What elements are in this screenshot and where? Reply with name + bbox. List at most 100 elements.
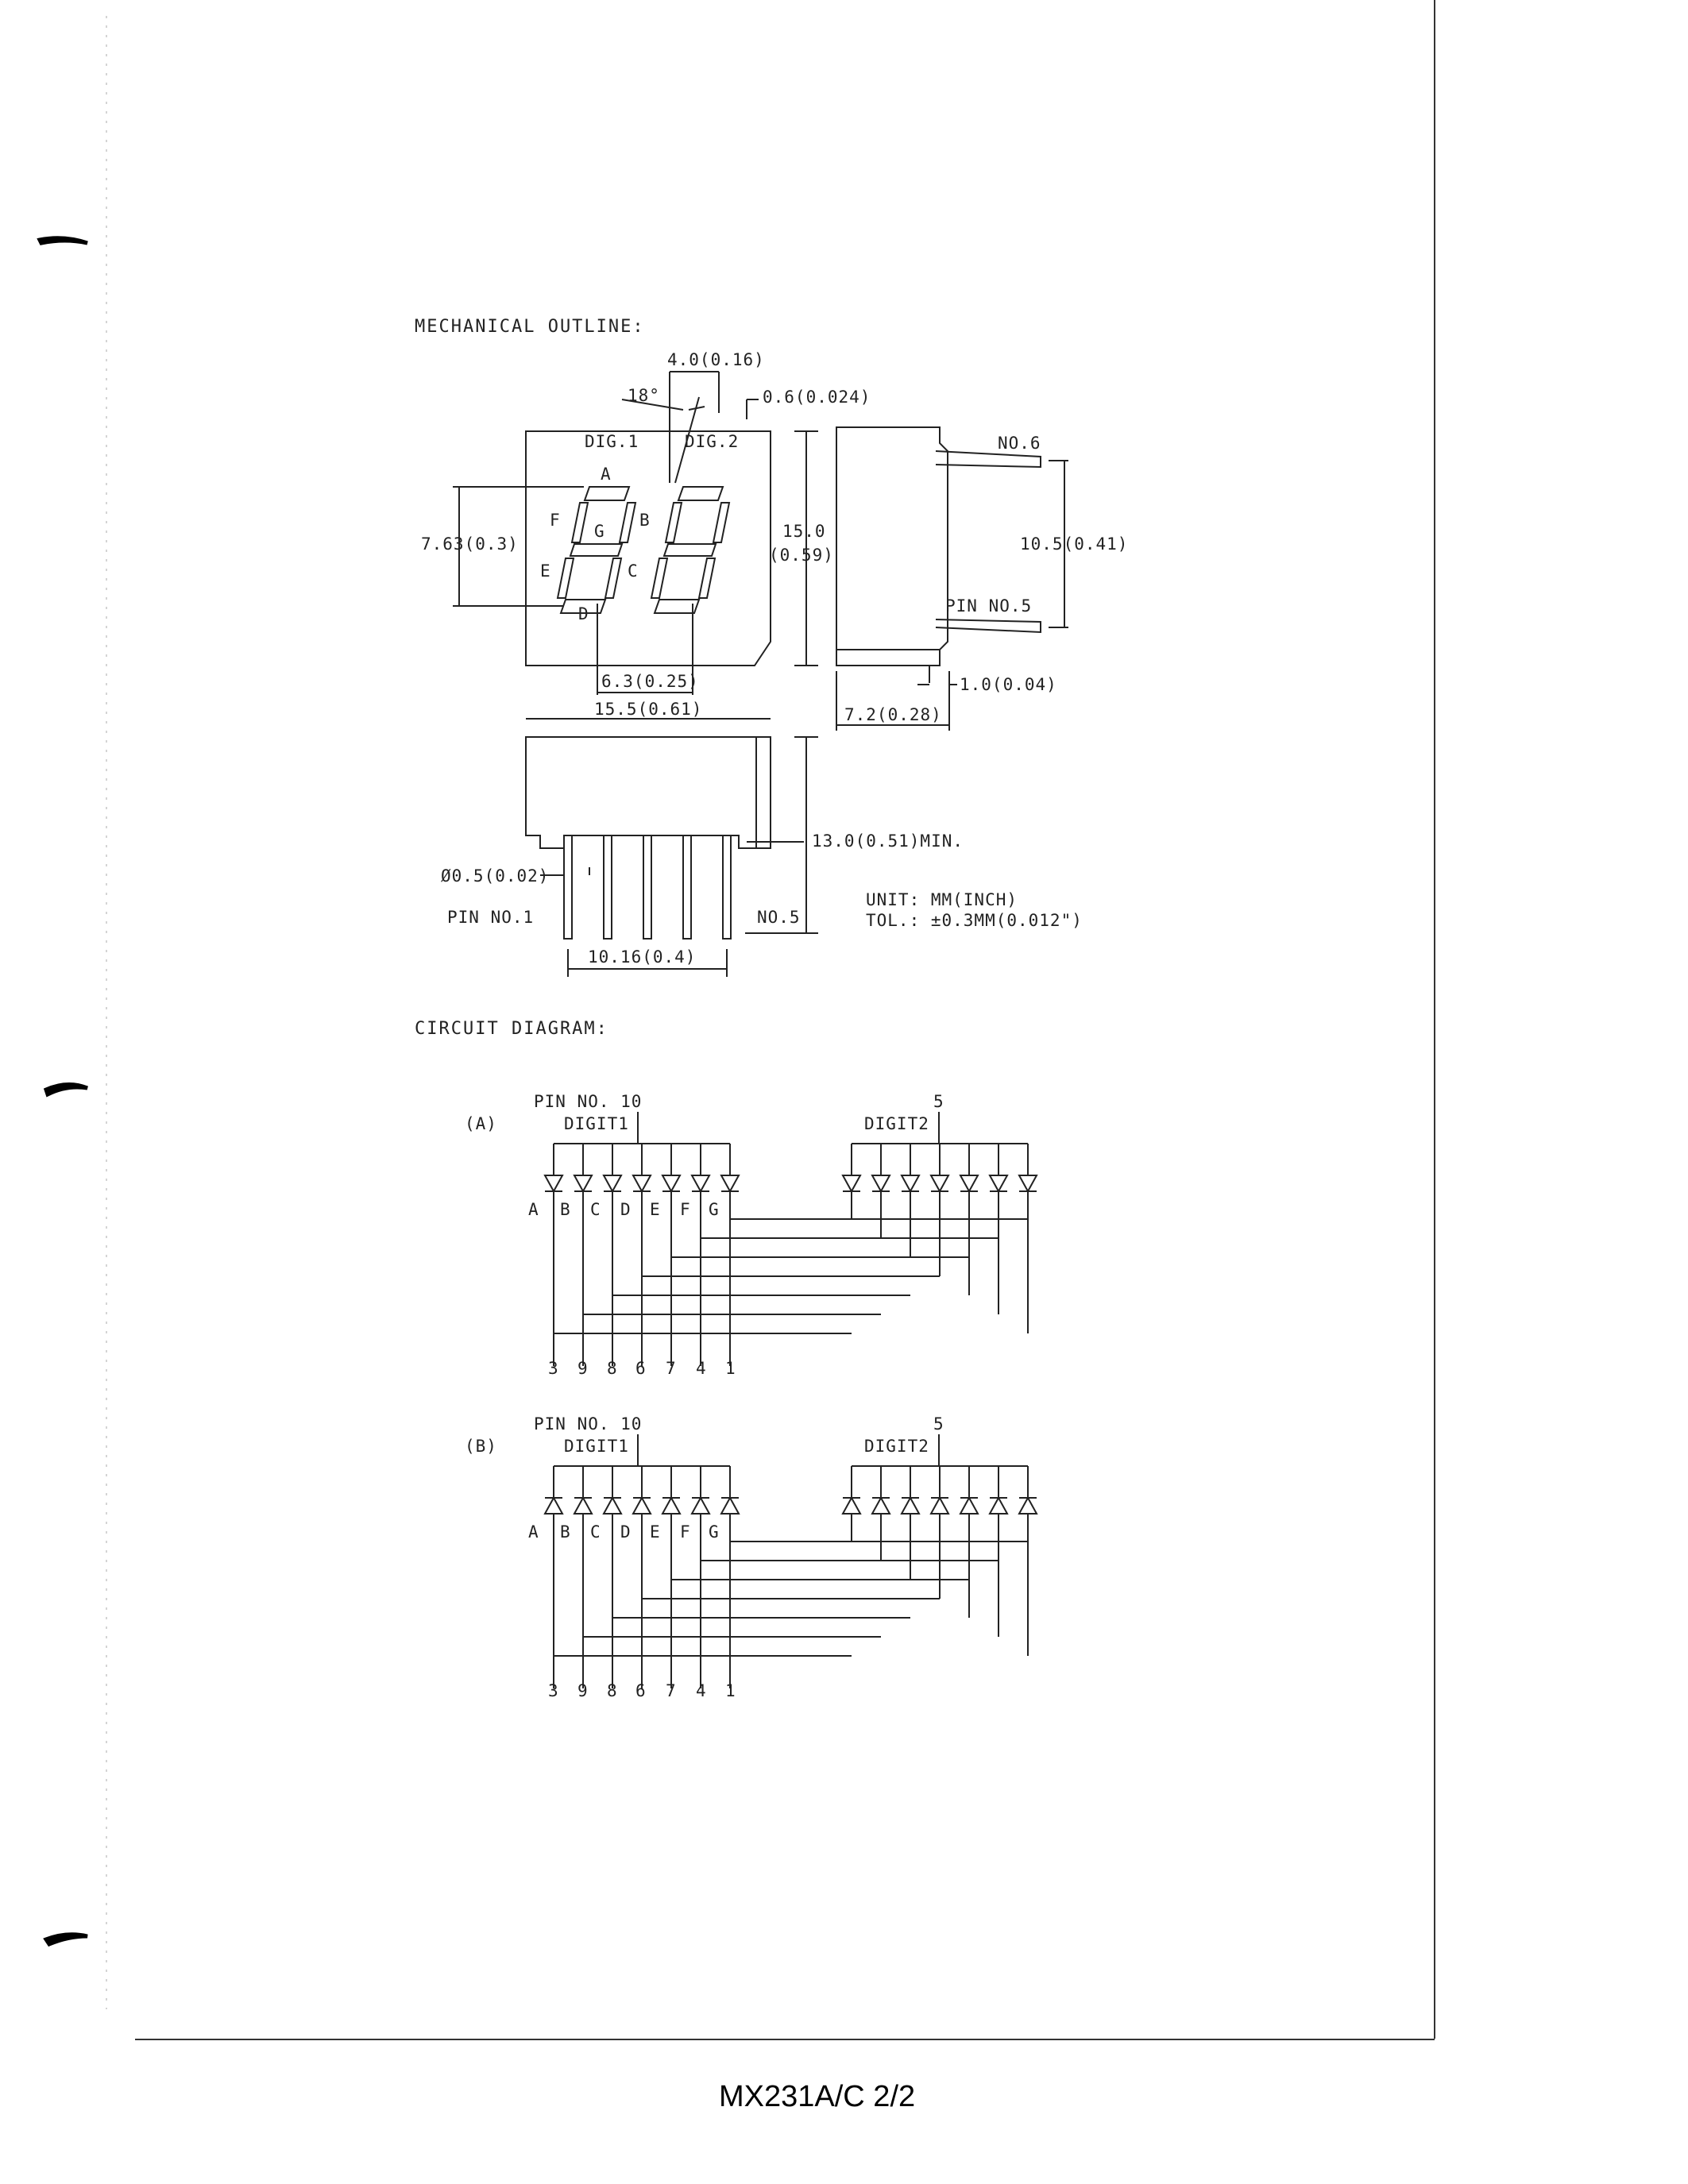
lead-4 [682,835,692,940]
seg-label: B [560,1200,571,1219]
dim-pin-pitch: 10.16(0.4) [588,947,696,967]
lead-3 [643,835,652,940]
mechanical-heading: MECHANICAL OUTLINE: [415,317,645,337]
pin-label: 9 [577,1681,589,1700]
digit2-seg-3-diode-icon [929,1175,950,1194]
digit1-seg-1-diode-icon [573,1175,593,1194]
digit2-seg-0-diode-icon [841,1495,862,1515]
side-body-outline [836,426,948,666]
seg-label: A [528,1522,539,1542]
digit1-seg-4-diode-icon [661,1175,682,1194]
digit1-seg-6-diode-icon [720,1175,740,1194]
digit1-seg-6-diode-icon [720,1495,740,1515]
digit2-seg-2-diode-icon [900,1175,921,1194]
pin-label: 4 [696,1681,707,1700]
dim-body-width: 15.5(0.61) [594,700,702,719]
seg-label: D [620,1522,632,1542]
label-no6: NO.6 [998,434,1041,453]
page-footer: MX231A/C 2/2 [719,2080,915,2113]
digit2-seg-6-diode-icon [1018,1175,1038,1194]
digit2-seg-3-diode-icon [929,1495,950,1515]
label-no5: NO.5 [757,908,801,927]
lead-1 [563,835,573,940]
digit1-seg-3-diode-icon [632,1175,652,1194]
circuit-a-pin-labels: 3 9 8 6 7 4 1 [548,1359,736,1378]
digit1-segments [556,486,637,614]
digit1-seg-4-diode-icon [661,1495,682,1515]
pin-label: 8 [607,1359,618,1378]
punch-hole-mark-2 [43,1082,88,1098]
circuit-a-digit1: DIGIT1 [564,1114,629,1133]
digit2-seg-4-diode-icon [959,1175,979,1194]
label-dig2: DIG.2 [685,432,739,451]
circuit-b-pin-common: PIN NO. 10 [534,1414,642,1433]
pin-label: 1 [725,1359,736,1378]
digit2-seg-5-diode-icon [988,1175,1009,1194]
digit2-seg-5-diode-icon [988,1495,1009,1515]
side-view [836,426,1068,731]
punch-hole-mark-3 [43,1932,88,1947]
pin-label: 6 [635,1359,647,1378]
digit1-seg-2-diode-icon [602,1175,623,1194]
dim-depth: 7.2(0.28) [844,705,942,724]
pin-label: 3 [548,1359,559,1378]
pin-label: 8 [607,1681,618,1700]
circuit-b-pin-labels: 3 9 8 6 7 4 1 [548,1681,736,1700]
dim-pin-thickness: 1.0(0.04) [960,675,1057,694]
seg-letter-a: A [601,465,612,484]
pin-label: 6 [635,1681,647,1700]
pin-label: 3 [548,1681,559,1700]
circuit-a-pin-right: 5 [933,1092,944,1111]
seg-label: G [709,1200,720,1219]
label-dig1: DIG.1 [585,432,639,451]
digit2-seg-1-diode-icon [871,1495,891,1515]
circuit-b-pin-right: 5 [933,1414,944,1433]
digit1-seg-5-diode-icon [690,1175,711,1194]
seg-letter-f: F [550,511,561,530]
seg-label: E [650,1522,661,1542]
digit1-seg-0-diode-icon [543,1495,564,1515]
circuit-a-segment-labels: A B C D E F G [528,1200,720,1219]
dim-lead-diameter: Ø0.5(0.02) [441,866,549,886]
digit1-seg-0-diode-icon [543,1175,564,1194]
dim-char-height: 7.63(0.3) [421,534,519,554]
label-pin-no1: PIN NO.1 [447,908,534,927]
circuit-b-segment-labels: A B C D E F G [528,1522,720,1542]
seg-letter-e: E [540,561,551,581]
seg-letter-g: G [594,522,605,541]
digit1-seg-5-diode-icon [690,1495,711,1515]
seg-label: C [590,1522,601,1542]
lead-5 [722,835,732,940]
dim-digit-pitch: 6.3(0.25) [601,672,699,691]
digit1-seg-2-diode-icon [602,1495,623,1515]
seg-label: E [650,1200,661,1219]
bottom-body-outline [525,736,771,849]
front-view [453,371,818,720]
circuit-a-digit2: DIGIT2 [864,1114,929,1133]
dim-pin-row: 10.5(0.41) [1020,534,1128,554]
seg-label: G [709,1522,720,1542]
pin-label: 7 [666,1681,677,1700]
pin-label: 7 [666,1359,677,1378]
digit1-seg-1-diode-icon [573,1495,593,1515]
digit1-seg-3-diode-icon [632,1495,652,1515]
digit2-seg-2-diode-icon [900,1495,921,1515]
circuit-b-digit2: DIGIT2 [864,1437,929,1456]
circuit-heading: CIRCUIT DIAGRAM: [415,1019,608,1039]
seg-label: F [680,1200,691,1219]
circuit-b-tag: (B) [465,1437,497,1456]
tolerance-note: TOL.: ±0.3MM(0.012") [866,911,1083,930]
dim-seg-thickness: 0.6(0.024) [763,388,871,407]
digit2-seg-6-diode-icon [1018,1495,1038,1515]
seg-label: B [560,1522,571,1542]
seg-label: C [590,1200,601,1219]
dim-seg-width: 4.0(0.16) [667,350,765,369]
seg-letter-d: D [578,604,589,623]
bottom-view [525,736,818,977]
digit2-seg-0-diode-icon [841,1175,862,1194]
circuit-b-wiring [543,1434,1038,1688]
pin-label: 1 [725,1681,736,1700]
dim-body-height: 15.0 [782,522,826,541]
pin-label: 9 [577,1359,589,1378]
